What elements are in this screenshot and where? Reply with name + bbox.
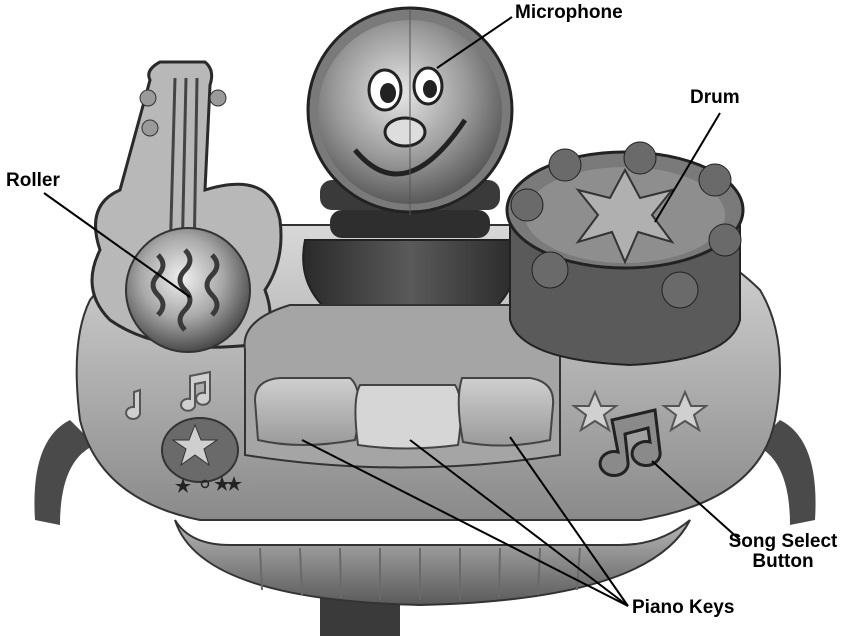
piano-keys-label: Piano Keys [632, 598, 734, 618]
nose [385, 118, 425, 146]
handle-bar [175, 520, 690, 605]
roller-ball[interactable] [126, 228, 250, 352]
piano-key-right[interactable] [459, 378, 553, 446]
piano-key-left[interactable] [255, 378, 359, 445]
song-select-label: Song Select Button [718, 532, 848, 572]
piano-key-middle[interactable] [355, 385, 460, 449]
drum[interactable] [507, 142, 743, 365]
roller-label: Roller [6, 171, 60, 191]
song-select-label-line2: Button [718, 552, 848, 572]
microphone-label: Microphone [515, 3, 623, 23]
song-select-label-line1: Song Select [718, 532, 848, 552]
microphone-head[interactable] [308, 8, 512, 215]
drum-label: Drum [690, 88, 740, 108]
mode-switch[interactable] [162, 418, 238, 482]
